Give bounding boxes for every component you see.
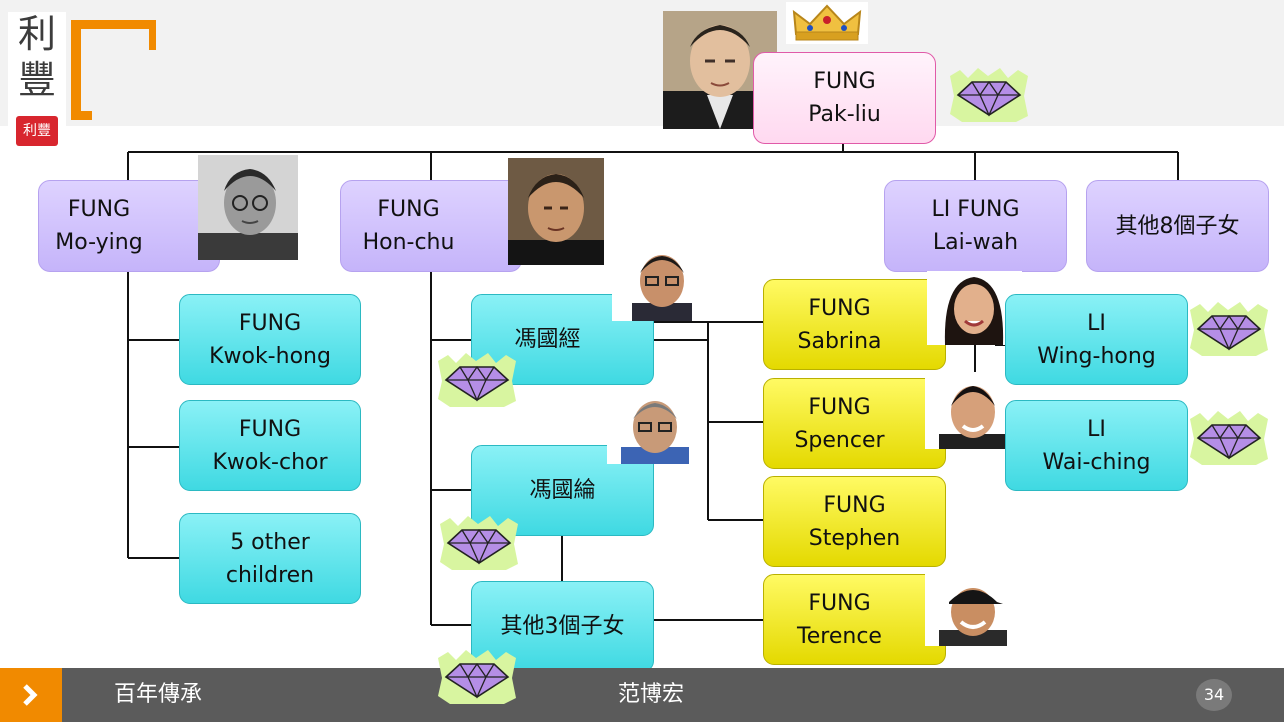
fung-mo-ying-photo (198, 155, 298, 260)
orange-bracket-icon (71, 20, 156, 120)
diamond-icon (1190, 411, 1268, 465)
fung-terence-photo (925, 574, 1021, 646)
chevron-right-icon[interactable] (0, 668, 62, 722)
diamond-icon (438, 650, 516, 704)
node-other-8-children[interactable]: 其他8個子女 (1086, 180, 1269, 272)
node-fung-terence[interactable]: FUNG Terence (763, 574, 946, 665)
logo-seal: 利豐 (16, 116, 58, 146)
william-fung-photo (607, 393, 703, 464)
node-fung-kwok-hong[interactable]: FUNG Kwok-hong (179, 294, 361, 385)
diamond-icon (950, 68, 1028, 122)
node-label: 其他8個子女 (1115, 213, 1240, 239)
fung-hon-chu-photo (508, 158, 604, 265)
node-li-fung-lai-wah[interactable]: LI FUNG Lai-wah (884, 180, 1067, 272)
node-label: FUNG Terence (797, 590, 882, 649)
node-label: 馮國經 (514, 327, 581, 352)
node-fung-sabrina[interactable]: FUNG Sabrina (763, 279, 946, 370)
victor-fung-photo (612, 247, 710, 321)
logo-char-2: 豐 (17, 58, 56, 102)
node-fung-hon-chu[interactable]: FUNG Hon-chu (340, 180, 522, 272)
logo-char-1: 利 (17, 12, 56, 56)
node-5-other-children[interactable]: 5 other children (179, 513, 361, 604)
node-label: FUNG Sabrina (797, 295, 882, 354)
node-label: LI Wai-ching (1042, 416, 1151, 475)
footer-author: 范博宏 (618, 682, 685, 707)
node-label: 5 other children (225, 529, 315, 588)
footer-bar: 百年傳承 范博宏 34 (0, 668, 1284, 722)
node-label: LI Wing-hong (1037, 310, 1156, 369)
node-fung-spencer[interactable]: FUNG Spencer (763, 378, 946, 469)
node-label: FUNG Kwok-chor (212, 416, 328, 475)
node-fung-kwok-chor[interactable]: FUNG Kwok-chor (179, 400, 361, 491)
crown-icon (786, 2, 868, 44)
diamond-icon (440, 516, 518, 570)
diamond-icon (1190, 302, 1268, 356)
node-fung-stephen[interactable]: FUNG Stephen (763, 476, 946, 567)
footer-title: 百年傳承 (114, 682, 203, 707)
fung-spencer-photo (925, 376, 1021, 449)
header-band (0, 0, 1284, 126)
node-label: FUNG Spencer (794, 394, 885, 453)
node-label: FUNG Hon-chu (362, 197, 455, 255)
node-label: FUNG Mo-ying (55, 197, 143, 255)
node-fung-pak-liu[interactable]: FUNG Pak-liu (753, 52, 936, 144)
node-label: FUNG Pak-liu (808, 69, 881, 127)
li-fung-logo: 利 豐 利豐 (8, 12, 66, 146)
node-fung-mo-ying[interactable]: FUNG Mo-ying (38, 180, 220, 272)
node-label: 其他3個子女 (500, 614, 625, 639)
node-li-wing-hong[interactable]: LI Wing-hong (1005, 294, 1188, 385)
node-label: FUNG Stephen (808, 492, 901, 551)
node-label: 馮國綸 (529, 478, 596, 503)
node-li-wai-ching[interactable]: LI Wai-ching (1005, 400, 1188, 491)
page-number: 34 (1196, 679, 1232, 711)
node-label: LI FUNG Lai-wah (931, 197, 1020, 255)
node-label: FUNG Kwok-hong (209, 310, 331, 369)
diamond-icon (438, 353, 516, 407)
